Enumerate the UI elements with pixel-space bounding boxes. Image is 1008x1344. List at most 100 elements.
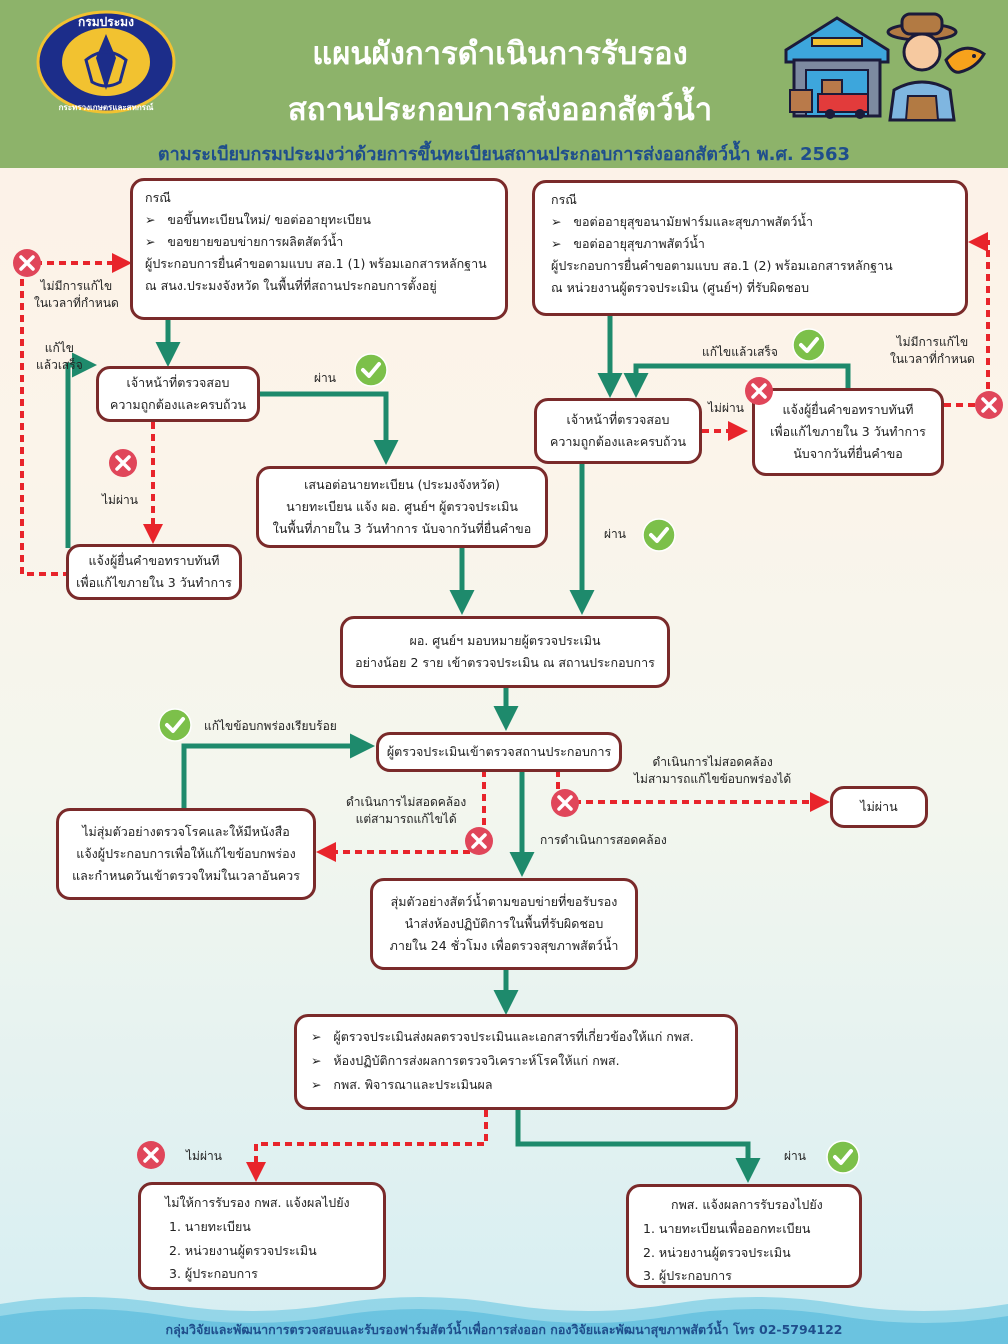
footer-text: กลุ่มวิจัยและพัฒนาการตรวจสอบและรับรองฟาร… [165,1322,843,1337]
sample-line3: ภายใน 24 ชั่วโมง เพื่อตรวจสุขภาพสัตว์น้ำ [389,937,619,953]
officer-left-line1: เจ้าหน้าที่ตรวจสอบ [126,375,230,391]
approve-item: 3. ผู้ประกอบการ [643,1268,732,1284]
title-line-2: สถานประกอบการส่งออกสัตว์น้ำ [287,92,713,128]
cross-icon [975,391,1003,419]
check-icon [826,1140,860,1174]
label-pass-1: ผ่าน [314,371,336,385]
registrar-line1: เสนอต่อนายทะเบียน (ประมงจังหวัด) [304,477,500,493]
case-right-item-text: ขอต่ออายุสุขอนามัยฟาร์มและสุขภาพสัตว์น้ำ [573,213,813,229]
department-logo: กรมประมง กระทรวงเกษตรและสหกรณ์ [36,10,176,114]
approve-heading: กพส. แจ้งผลการรับรองไปยัง [671,1197,823,1212]
arrow-results-to-approve [515,1110,761,1183]
wave-decoration [0,1297,1008,1344]
label-line: แล้วเสร็จ [36,358,83,373]
results-item-text: กพส. พิจารณาและประเมินผล [333,1076,493,1092]
cross-icon [137,1141,165,1169]
cross-icon [465,827,493,855]
officer-right-line2: ความถูกต้องและครบถ้วน [549,434,687,449]
notify-right-line1: แจ้งผู้ยื่นคำขอทราบทันที [782,402,914,418]
results-item: ➢ ผู้ตรวจประเมินส่งผลตรวจประเมินและเอกสา… [311,1029,694,1044]
reject-heading: ไม่ให้การรับรอง กพส. แจ้งผลไปยัง [165,1195,350,1210]
case-left-item: ➢ ขอขยายขอบข่ายการผลิตสัตว์น้ำ [145,233,344,249]
results-item-text: ห้องปฏิบัติการส่งผลการตรวจวิเคราะห์โรคให… [333,1052,620,1068]
label-line: ไม่มีการแก้ไข [896,335,969,349]
approve-box: กพส. แจ้งผลการรับรองไปยัง 1. นายทะเบียนเ… [626,1184,862,1288]
label-nc-fixable: ดำเนินการไม่สอดคล้อง แต่สามารถแก้ไขได้ [346,794,466,829]
label-no-fix-left: ไม่มีการแก้ไข ในเวลาที่กำหนด [34,278,119,313]
reject-item: 1. นายทะเบียน [169,1218,251,1234]
notify-left-box: แจ้งผู้ยื่นคำขอทราบทันที เพื่อแก้ไขภายใน… [66,544,242,600]
subtitle: ตามระเบียบกรมประมงว่าด้วยการขึ้นทะเบียนส… [157,144,851,165]
notify-left-line2: เพื่อแก้ไขภายใน 3 วันทำการ [76,575,232,590]
notify-right-line2: เพื่อแก้ไขภายใน 3 วันทำการ [770,424,926,440]
check-icon [354,353,388,387]
results-item-text: ผู้ตรวจประเมินส่งผลตรวจประเมินและเอกสารท… [333,1029,694,1044]
no-sample-box: ไม่สุ่มตัวอย่างตรวจโรคและให้มีหนังสือ แจ… [56,808,316,900]
arrow-officer-to-registrar [260,391,399,465]
officer-right-line1: เจ้าหน้าที่ตรวจสอบ [566,412,670,428]
assign-box: ผอ. ศูนย์ฯ มอบหมายผู้ตรวจประเมิน อย่างน้… [340,616,670,688]
warehouse-truck-icon [784,16,890,119]
officer-left-line2: ความถูกต้องและครบถ้วน [109,397,247,412]
case-left-line1: ผู้ประกอบการยื่นคำขอตามแบบ สอ.1 (1) พร้อ… [145,255,487,271]
results-item: ➢ กพส. พิจารณาและประเมินผล [311,1076,493,1092]
inspect-label: ผู้ตรวจประเมินเข้าตรวจสถานประกอบการ [386,744,612,760]
label-line: แก้ไข [44,341,74,355]
notify-left-line1: แจ้งผู้ยื่นคำขอทราบทันที [88,553,220,569]
arrow-no-sample-to-inspect [181,733,375,810]
case-left-line2: ณ สนง.ประมงจังหวัด ในพื้นที่ที่สถานประกอ… [145,277,437,293]
label-conform: การดำเนินการสอดคล้อง [540,833,667,847]
case-left-item-text: ขอขยายขอบข่ายการผลิตสัตว์น้ำ [167,233,344,249]
arrow-nc-unfixable [556,770,830,812]
sample-line2: นำส่งห้องปฏิบัติการในพื้นที่รับผิดชอบ [404,916,604,932]
label-line: ในเวลาที่กำหนด [890,352,975,367]
label-fixed-right: แก้ไขแล้วเสร็จ [702,345,778,359]
case-left-heading: กรณี [145,190,171,205]
no-sample-line3: และกำหนดวันเข้าตรวจใหม่ในเวลาอันควร [72,867,300,883]
fisherman-icon [886,12,986,122]
svg-text:กรมประมง: กรมประมง [78,15,134,29]
label-line: ดำเนินการไม่สอดคล้อง [652,755,773,769]
arrow-no-fix-right [944,232,990,407]
sample-line1: สุ่มตัวอย่างสัตว์น้ำตามขอบข่ายที่ขอรับรอ… [390,894,618,910]
label-pass-2: ผ่าน [604,527,626,541]
fail-box-label: ไม่ผ่าน [860,799,898,815]
officer-right-box: เจ้าหน้าที่ตรวจสอบ ความถูกต้องและครบถ้วน [534,398,702,464]
label-pass-final: ผ่าน [784,1149,806,1163]
inspect-box: ผู้ตรวจประเมินเข้าตรวจสถานประกอบการ [376,732,622,772]
label-line: ไม่สามารถแก้ไขข้อบกพร่องได้ [634,772,792,787]
label-line: ดำเนินการไม่สอดคล้อง [346,795,467,809]
case-right-line1: ผู้ประกอบการยื่นคำขอตามแบบ สอ.1 (2) พร้อ… [551,257,893,273]
case-right-line2: ณ หน่วยงานผู้ตรวจประเมิน (ศูนย์ฯ) ที่รับ… [551,279,810,295]
label-fail-final: ไม่ผ่าน [186,1149,222,1163]
approve-item: 2. หน่วยงานผู้ตรวจประเมิน [643,1244,791,1260]
case-right-item: ➢ ขอต่ออายุสุขอนามัยฟาร์มและสุขภาพสัตว์น… [551,213,813,229]
case-right-box: กรณี ➢ ขอต่ออายุสุขอนามัยฟาร์มและสุขภาพส… [532,180,968,316]
label-line: แต่สามารถแก้ไขได้ [355,812,457,827]
arrow-results-to-reject [246,1110,488,1182]
arrow-nc-fixable [316,770,486,862]
label-fixed-defects: แก้ไขข้อบกพร่องเรียบร้อย [204,719,337,733]
label-fail-2: ไม่ผ่าน [708,401,744,415]
case-right-heading: กรณี [551,192,577,207]
approve-item: 1. นายทะเบียนเพื่อออกทะเบียน [643,1220,811,1236]
fail-box: ไม่ผ่าน [830,786,928,828]
svg-text:กระทรวงเกษตรและสหกรณ์: กระทรวงเกษตรและสหกรณ์ [59,102,154,112]
no-sample-line2: แจ้งผู้ประกอบการเพื่อให้แก้ไขข้อบกพร่อง [76,846,296,862]
assign-line1: ผอ. ศูนย์ฯ มอบหมายผู้ตรวจประเมิน [409,633,601,649]
results-item: ➢ ห้องปฏิบัติการส่งผลการตรวจวิเคราะห์โรค… [311,1052,620,1068]
check-icon [158,708,192,742]
label-nc-unfixable: ดำเนินการไม่สอดคล้อง ไม่สามารถแก้ไขข้อบก… [634,754,791,789]
label-line: ไม่มีการแก้ไข [40,279,113,293]
label-no-fix-right: ไม่มีการแก้ไข ในเวลาที่กำหนด [890,334,975,369]
officer-left-box: เจ้าหน้าที่ตรวจสอบ ความถูกต้องและครบถ้วน [96,366,260,422]
case-left-item-text: ขอขึ้นทะเบียนใหม่/ ขอต่ออายุทะเบียน [167,211,371,227]
arrow-fixed-left [65,352,97,548]
arrow-fixed-right [623,363,851,398]
notify-right-box: แจ้งผู้ยื่นคำขอทราบทันที เพื่อแก้ไขภายใน… [752,388,944,476]
assign-line2: อย่างน้อย 2 ราย เข้าตรวจประเมิน ณ สถานปร… [355,655,655,670]
cross-icon [745,377,773,405]
reject-box: ไม่ให้การรับรอง กพส. แจ้งผลไปยัง 1. นายท… [138,1182,386,1290]
reject-item: 2. หน่วยงานผู้ตรวจประเมิน [169,1242,317,1258]
